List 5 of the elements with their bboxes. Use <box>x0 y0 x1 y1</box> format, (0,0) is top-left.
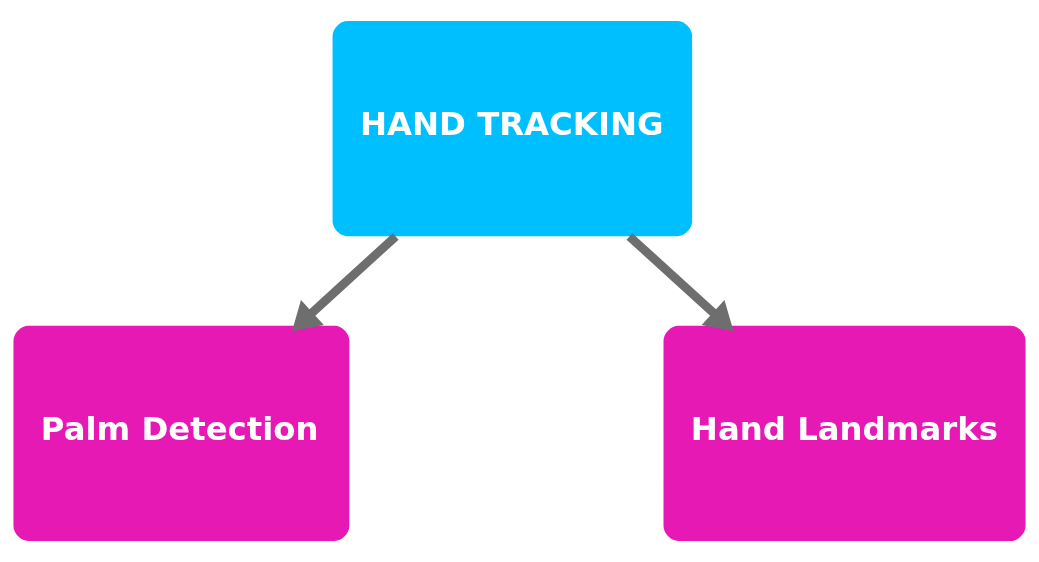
node-box: Palm Detection <box>13 325 350 541</box>
node-box: Hand Landmarks <box>663 325 1026 541</box>
arrow <box>292 233 399 332</box>
arrow <box>626 233 734 332</box>
node-box: HAND TRACKING <box>332 21 693 237</box>
